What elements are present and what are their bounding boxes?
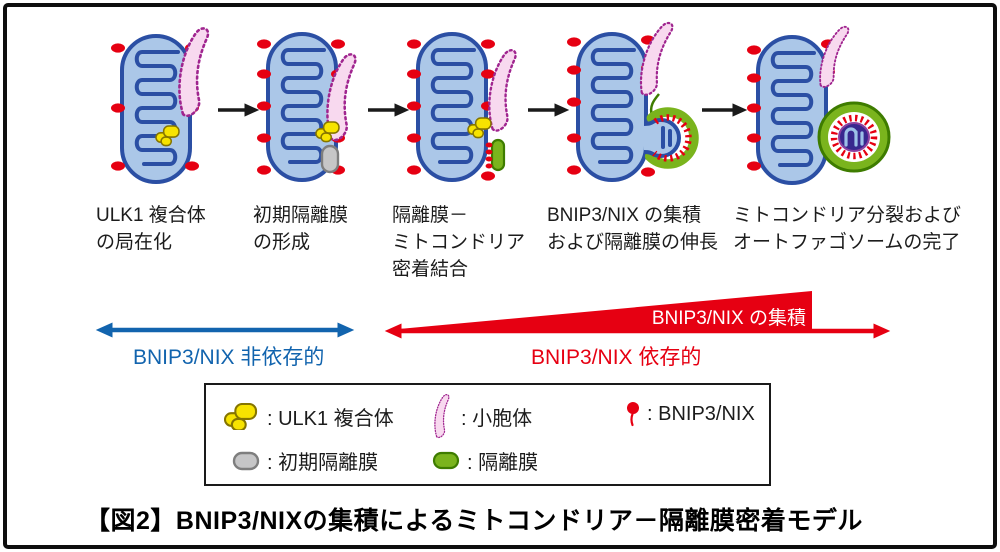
bnip3-nix-icon (627, 402, 639, 427)
bnip3-nix-ring (652, 114, 692, 162)
stage-arrow-icon (218, 103, 260, 117)
stage-2-mitochondrion-graphic (257, 32, 357, 182)
accumulation-wedge (399, 291, 812, 329)
stage-arrow-icon (702, 103, 748, 117)
stage-4-mitochondrion-graphic (567, 19, 699, 182)
stage-3-mitochondrion-graphic (407, 32, 517, 182)
independent-label: BNIP3/NIX 非依存的 (133, 346, 325, 369)
stage-label-4: BNIP3/NIX の集積 および隔離膜の伸長 (547, 205, 719, 253)
legend-item: : 隔離膜 (432, 446, 538, 475)
legend-item-label: : BNIP3/NIX (647, 402, 755, 425)
ulk1-complex-icon (224, 403, 258, 430)
legend-box: : ULK1 複合体 : 小胞体 : BNIP3/NIX : 初期隔離膜 (204, 383, 771, 486)
stage-label-1: ULK1 複合体 の局在化 (96, 205, 206, 253)
er-icon (178, 27, 210, 118)
independent-range-arrow (95, 322, 355, 338)
stage-1-mitochondrion-graphic (111, 27, 210, 184)
initial-isolation-membrane-icon (232, 451, 260, 470)
legend-item-label: : 小胞体 (461, 407, 533, 430)
legend-item-label: : 隔離膜 (467, 452, 539, 474)
stage-label-5: ミトコンドリア分裂および オートファゴソームの完了 (733, 205, 962, 253)
stage-5-mitochondrion-graphic (747, 22, 891, 185)
isolation-membrane-icon (432, 451, 460, 470)
legend-item: : BNIP3/NIX (626, 401, 755, 427)
autophagosome-icon (817, 101, 891, 173)
figure-title: 【図2】BNIP3/NIXの集積によるミトコンドリア－隔離膜密着モデル (85, 507, 863, 535)
accumulation-label: BNIP3/NIX の集積 (651, 308, 806, 329)
er-icon (637, 19, 675, 99)
stage-arrow-icon (528, 103, 570, 117)
er-icon (488, 49, 517, 132)
legend-item: : ULK1 複合体 (224, 402, 394, 431)
stage-label-3: 隔離膜－ ミトコンドリア 密着結合 (392, 205, 526, 280)
legend-item-label: : 初期隔離膜 (267, 452, 379, 474)
er-icon (434, 394, 450, 439)
dependent-label: BNIP3/NIX 依存的 (531, 346, 702, 369)
stage-label-2: 初期隔離膜 の形成 (253, 205, 349, 253)
initial-isolation-membrane-icon (320, 144, 340, 174)
stage-arrow-icon (368, 103, 410, 117)
bnip3-nix-dots (485, 142, 493, 169)
legend-item: : 初期隔離膜 (232, 446, 378, 475)
dependent-range-arrow (384, 291, 891, 339)
legend-item-label: : ULK1 複合体 (267, 408, 394, 430)
isolation-membrane-icon (490, 138, 506, 172)
isolation-membrane-cup-icon (644, 107, 699, 169)
legend-item: : 小胞体 (432, 392, 532, 440)
